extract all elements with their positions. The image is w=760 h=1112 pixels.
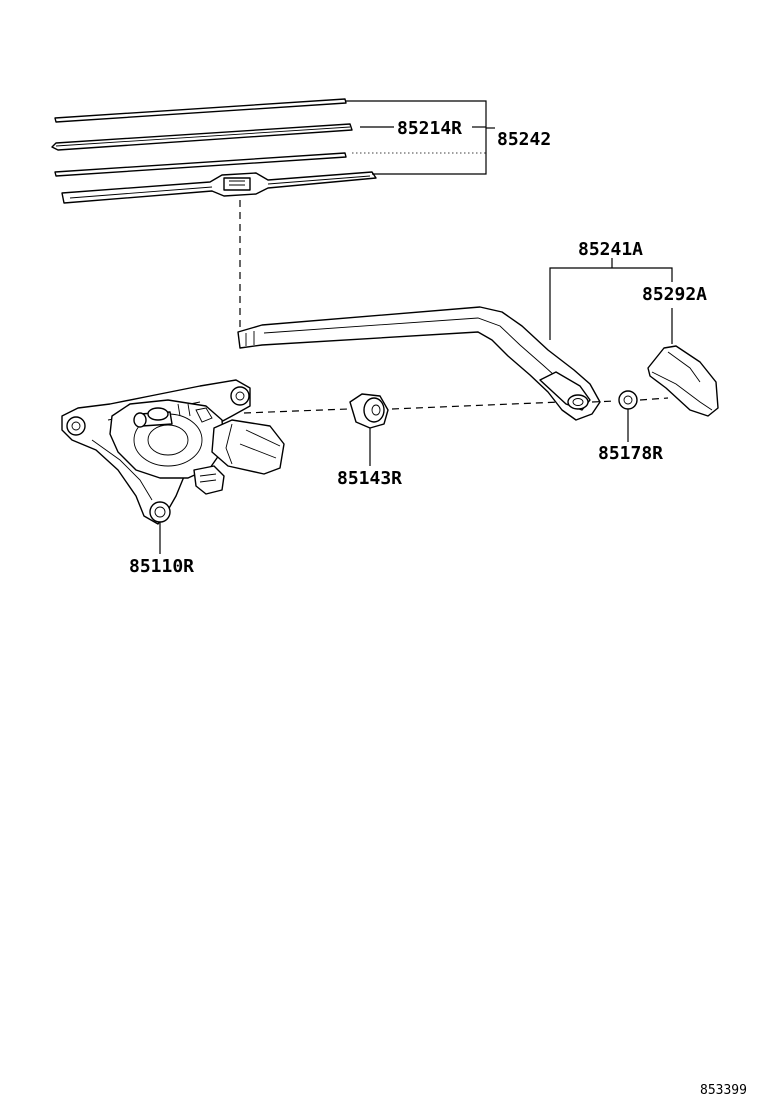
blade-frame bbox=[61, 171, 377, 204]
label-nut: 85178R bbox=[598, 443, 663, 464]
nut[interactable] bbox=[618, 390, 638, 410]
wiper-arm[interactable] bbox=[237, 306, 601, 421]
pivot-grommet[interactable] bbox=[349, 393, 389, 429]
wiper-motor[interactable] bbox=[61, 379, 285, 525]
illustration-code: 853399 bbox=[700, 1083, 747, 1098]
blade-clip bbox=[223, 177, 251, 191]
label-wiper-rubber: 85214R bbox=[397, 118, 462, 139]
blade-strip-top bbox=[54, 98, 347, 123]
motor-connector bbox=[193, 465, 225, 495]
wiper-arm-body bbox=[237, 306, 601, 421]
label-arm-assy: 85241A bbox=[578, 239, 643, 260]
label-pivot-grommet: 85143R bbox=[337, 468, 402, 489]
blade-strip-lower bbox=[54, 152, 347, 177]
label-blade-assy: 85242 bbox=[497, 129, 551, 150]
label-wiper-motor: 85110R bbox=[129, 556, 194, 577]
arm-head-cap[interactable] bbox=[647, 345, 719, 417]
wiper-blade-assembly[interactable] bbox=[51, 98, 377, 204]
label-arm-head-cap: 85292A bbox=[642, 284, 707, 305]
